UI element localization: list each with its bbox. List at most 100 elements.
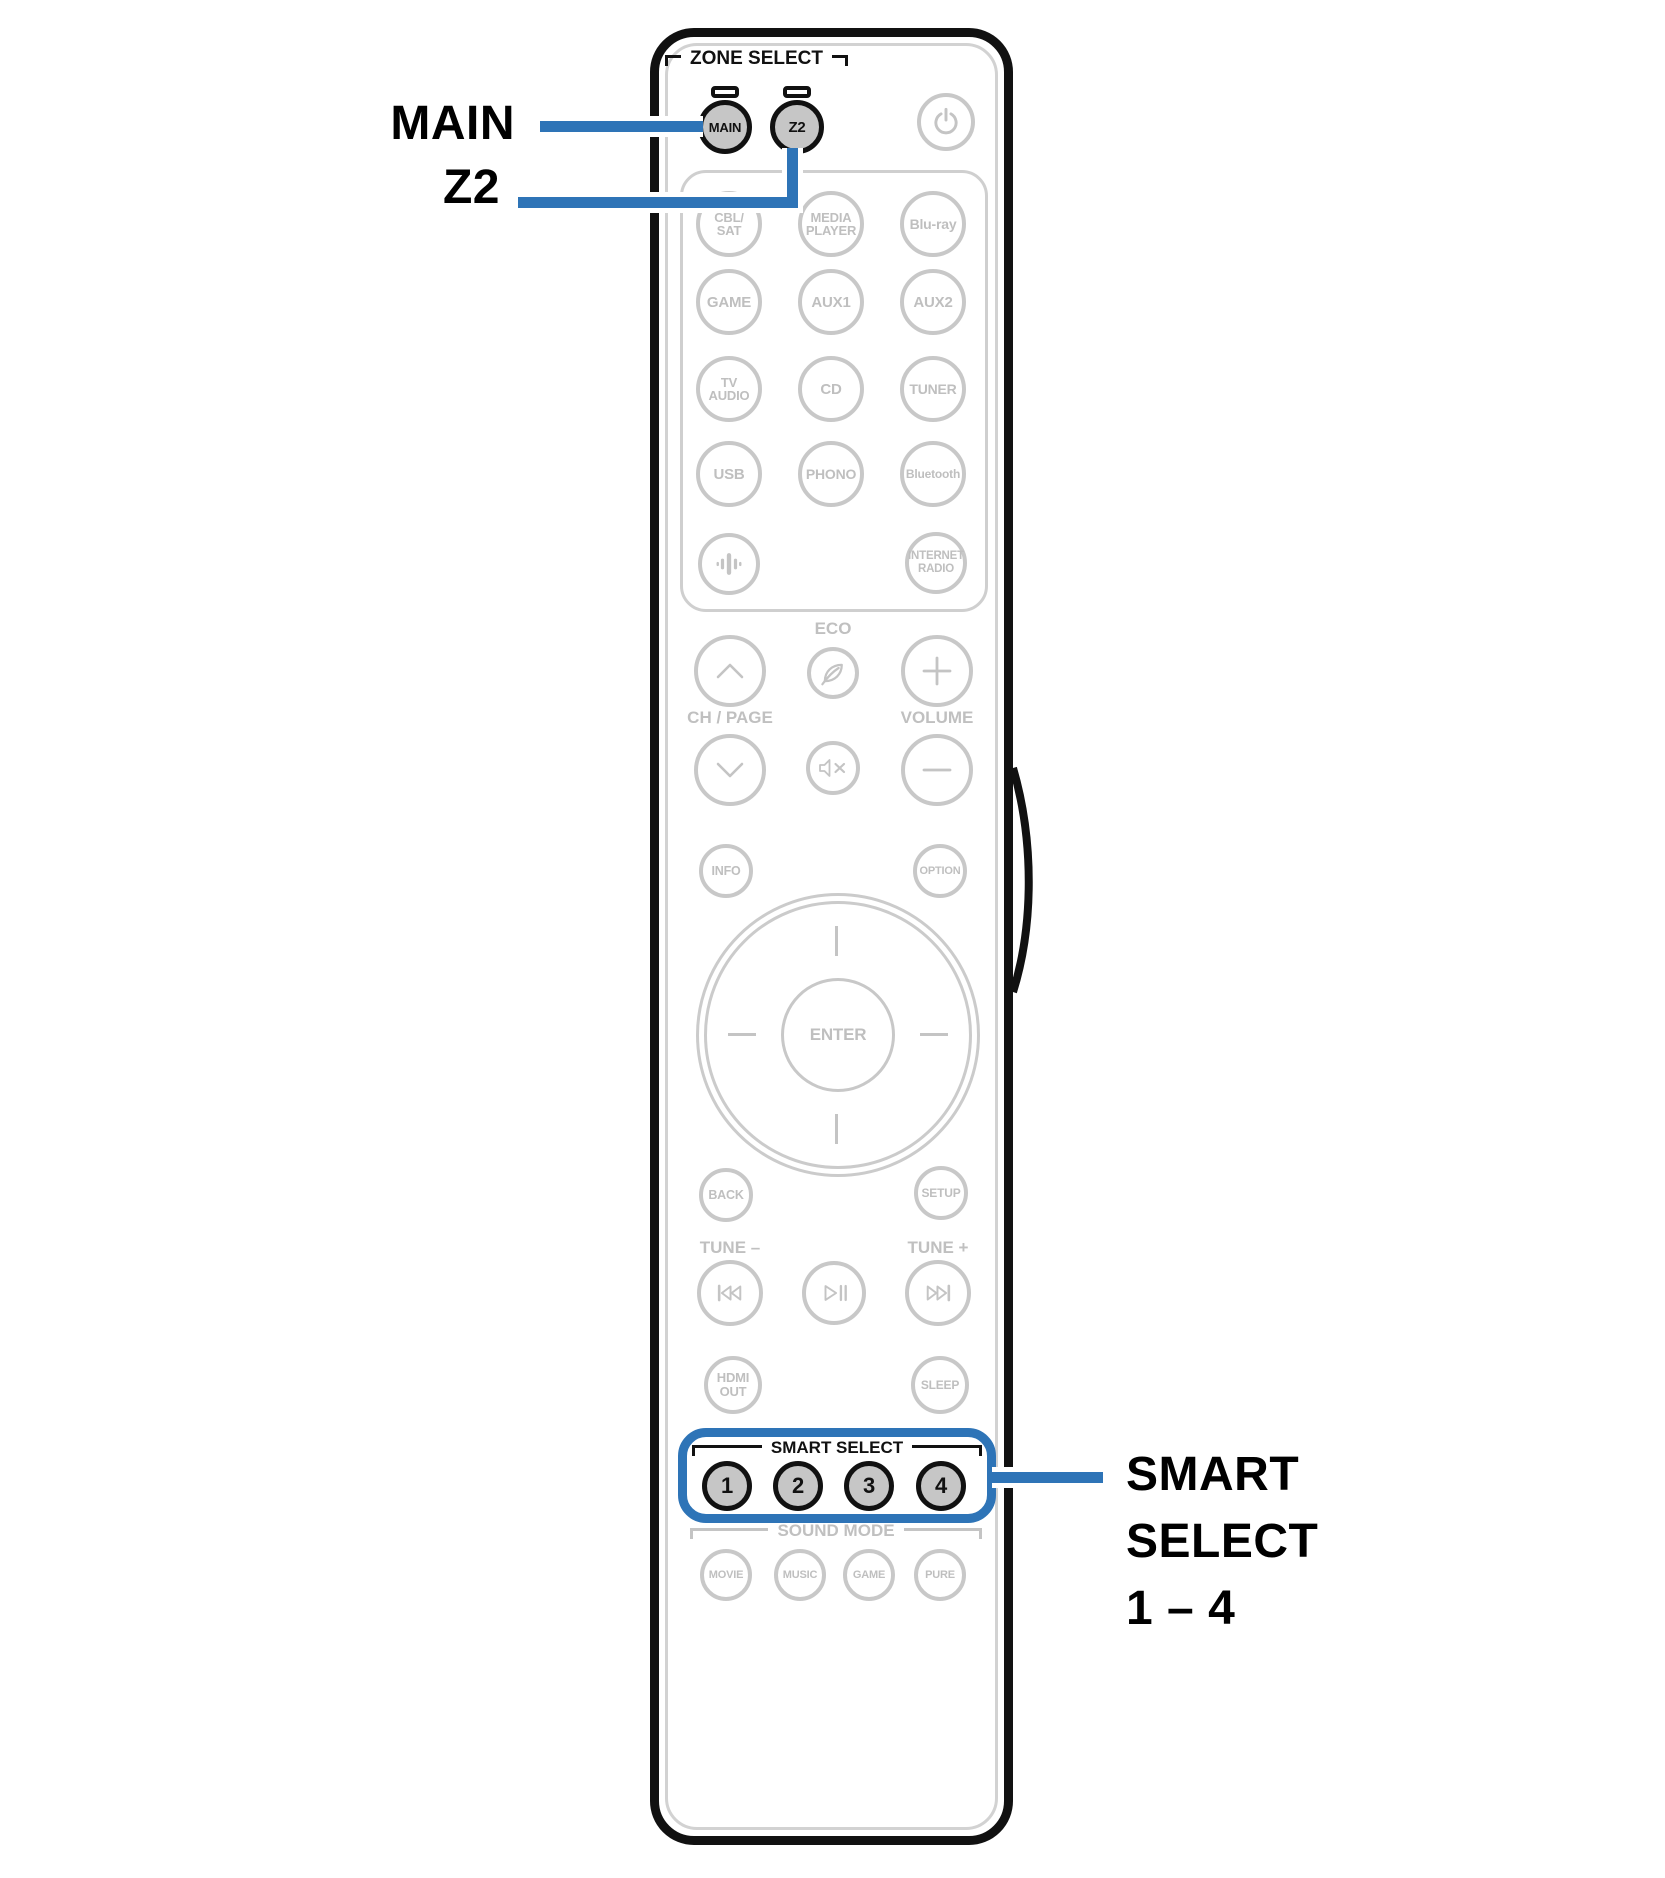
cursor-up-tick bbox=[835, 926, 838, 956]
source-tv-audio-button[interactable]: TV AUDIO bbox=[696, 356, 762, 422]
label-line: SAT bbox=[716, 223, 742, 238]
minus-icon bbox=[922, 768, 952, 772]
skip-forward-button[interactable] bbox=[905, 1260, 971, 1326]
setup-button[interactable]: SETUP bbox=[914, 1166, 968, 1220]
label: OPTION bbox=[919, 865, 961, 877]
label: CD bbox=[820, 380, 842, 398]
source-aux1-button[interactable]: AUX1 bbox=[798, 269, 864, 335]
skip-back-button[interactable] bbox=[697, 1260, 763, 1326]
cursor-dial-ring bbox=[704, 901, 972, 1169]
heos-music-button[interactable] bbox=[698, 533, 760, 595]
tune-minus-label: TUNE – bbox=[699, 1238, 761, 1257]
callout-z2-label: Z2 bbox=[442, 161, 500, 214]
sound-mode-movie-button[interactable]: MOVIE bbox=[700, 1549, 752, 1601]
z2-led-indicator bbox=[783, 86, 811, 98]
source-media-player-button[interactable]: MEDIA PLAYER bbox=[798, 191, 864, 257]
source-bluray-button[interactable]: Blu-ray bbox=[900, 191, 966, 257]
label: SETUP bbox=[921, 1186, 961, 1200]
zone-select-label: ZONE SELECT bbox=[690, 48, 824, 69]
source-phono-button[interactable]: PHONO bbox=[798, 441, 864, 507]
play-pause-icon bbox=[824, 1284, 847, 1302]
label: AUX1 bbox=[811, 293, 851, 311]
callout-smart-select-label: SMART SELECT 1 – 4 bbox=[1126, 1441, 1318, 1642]
label: Blu-ray bbox=[909, 216, 957, 232]
eco-label: ECO bbox=[814, 619, 852, 638]
label-line: MEDIA bbox=[810, 209, 852, 225]
source-cbl-sat-button[interactable]: CBL/ SAT bbox=[696, 191, 762, 257]
play-pause-button[interactable] bbox=[802, 1261, 866, 1325]
tune-plus-label: TUNE + bbox=[907, 1238, 969, 1257]
source-cd-button[interactable]: CD bbox=[798, 356, 864, 422]
mute-button[interactable] bbox=[806, 741, 860, 795]
label: MUSIC bbox=[782, 1569, 818, 1581]
label: INFO bbox=[711, 864, 741, 878]
z2-zone-button[interactable]: Z2 bbox=[770, 100, 824, 154]
volume-up-button[interactable] bbox=[901, 635, 973, 707]
smart-select-1-button[interactable]: 1 bbox=[702, 1461, 752, 1511]
sound-mode-game-button[interactable]: GAME bbox=[843, 1549, 895, 1601]
source-internet-radio-button[interactable]: INTERNET RADIO bbox=[905, 532, 967, 594]
source-aux2-button[interactable]: AUX2 bbox=[900, 269, 966, 335]
bracket-right bbox=[832, 55, 849, 66]
smart-select-2-button[interactable]: 2 bbox=[773, 1461, 823, 1511]
source-buttons-group bbox=[680, 170, 988, 612]
info-button[interactable]: INFO bbox=[699, 844, 753, 898]
option-button[interactable]: OPTION bbox=[913, 844, 967, 898]
back-button[interactable]: BACK bbox=[699, 1168, 753, 1222]
bracket-left bbox=[690, 1528, 769, 1539]
label: MOVIE bbox=[708, 1569, 744, 1581]
z2-zone-button-label: Z2 bbox=[788, 118, 806, 136]
label: 3 bbox=[862, 1473, 876, 1498]
sleep-button[interactable]: SLEEP bbox=[911, 1356, 969, 1414]
channel-down-button[interactable] bbox=[694, 734, 766, 806]
source-usb-button[interactable]: USB bbox=[696, 441, 762, 507]
chevron-up-icon bbox=[716, 663, 744, 679]
label: GAME bbox=[706, 293, 752, 311]
mute-icon bbox=[819, 759, 846, 777]
sound-mode-pure-button[interactable]: PURE bbox=[914, 1549, 966, 1601]
plus-icon bbox=[922, 656, 952, 686]
smart-select-3-button[interactable]: 3 bbox=[844, 1461, 894, 1511]
channel-up-button[interactable] bbox=[694, 635, 766, 707]
volume-label: VOLUME bbox=[900, 708, 974, 727]
label-line: OUT bbox=[719, 1384, 747, 1399]
power-button[interactable] bbox=[917, 93, 975, 151]
label: PHONO bbox=[805, 466, 857, 482]
label: PURE bbox=[925, 1569, 955, 1581]
label: ENTER bbox=[809, 1025, 867, 1044]
label-line: CBL/ bbox=[714, 209, 744, 225]
label-line: INTERNET bbox=[908, 550, 964, 562]
ch-page-label: CH / PAGE bbox=[687, 708, 773, 727]
source-tuner-button[interactable]: TUNER bbox=[900, 356, 966, 422]
volume-down-button[interactable] bbox=[901, 734, 973, 806]
source-bluetooth-button[interactable]: Bluetooth bbox=[900, 441, 966, 507]
label: USB bbox=[713, 465, 745, 483]
sound-mode-title: SOUND MODE bbox=[690, 1521, 982, 1541]
main-zone-button[interactable]: MAIN bbox=[698, 100, 752, 154]
smart-select-highlight bbox=[678, 1428, 996, 1523]
label: GAME bbox=[852, 1569, 886, 1581]
label-line: TV bbox=[720, 374, 738, 390]
zone-select-title: ZONE SELECT bbox=[665, 48, 865, 70]
enter-button[interactable]: ENTER bbox=[781, 978, 895, 1092]
side-grip-bump bbox=[1009, 766, 1033, 994]
callout-line-2: SELECT bbox=[1126, 1515, 1319, 1568]
power-icon bbox=[934, 107, 958, 135]
hdmi-out-button[interactable]: HDMI OUT bbox=[704, 1356, 762, 1414]
remote-inner-outline bbox=[665, 43, 998, 1830]
smart-select-4-button[interactable]: 4 bbox=[916, 1461, 966, 1511]
speaker-waves-icon bbox=[716, 553, 742, 575]
label: Bluetooth bbox=[905, 467, 961, 481]
source-game-button[interactable]: GAME bbox=[696, 269, 762, 335]
bracket-right bbox=[912, 1445, 983, 1456]
sound-mode-music-button[interactable]: MUSIC bbox=[774, 1549, 826, 1601]
label-line: AUDIO bbox=[708, 388, 750, 403]
smart-select-label: SMART SELECT bbox=[770, 1438, 904, 1457]
label-line: HDMI bbox=[716, 1370, 750, 1385]
main-led-indicator bbox=[711, 86, 739, 98]
chevron-down-icon bbox=[716, 762, 744, 778]
eco-button[interactable] bbox=[807, 647, 859, 699]
main-zone-button-label: MAIN bbox=[708, 119, 742, 135]
cursor-dial[interactable] bbox=[696, 893, 980, 1177]
